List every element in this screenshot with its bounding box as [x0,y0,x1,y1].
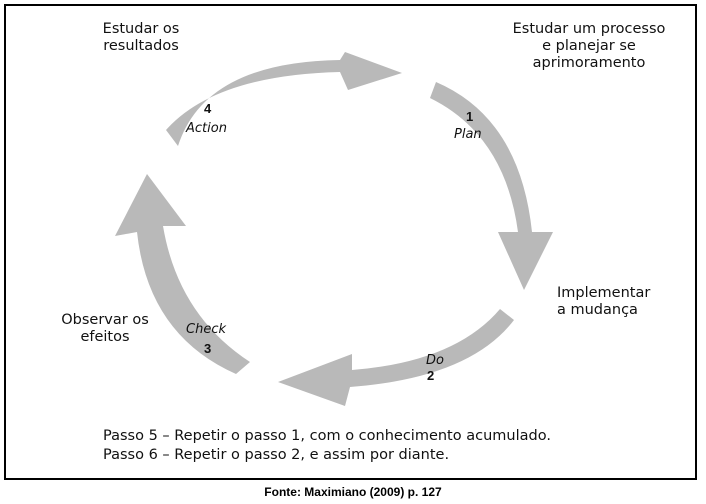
plan-arrow [430,82,553,290]
steps-list: Passo 5 – Repetir o passo 1, com o conhe… [103,427,551,465]
plan-description: Estudar um processo e planejar se aprimo… [512,21,666,71]
step-1-number: 1 [466,109,473,124]
do-arrow [278,309,514,406]
step-2-name: Do [426,353,444,368]
figure-caption: Fonte: Maximiano (2009) p. 127 [264,485,442,499]
check-arrow [115,174,250,374]
step-4-name: Action [185,121,227,136]
step-5-text: Passo 5 – Repetir o passo 1, com o conhe… [103,428,551,444]
do-description: Implementar a mudança [557,285,651,318]
step-6-text: Passo 6 – Repetir o passo 2, e assim por… [103,447,450,463]
action-arrow [166,52,402,146]
step-3-name: Check [186,322,226,337]
step-2-number: 2 [427,368,434,383]
step-1-name: Plan [454,127,482,142]
action-description: Estudar os resultados [102,21,180,54]
check-description: Observar os efeitos [61,312,149,345]
step-3-number: 3 [204,341,211,356]
step-4-number: 4 [204,101,212,116]
